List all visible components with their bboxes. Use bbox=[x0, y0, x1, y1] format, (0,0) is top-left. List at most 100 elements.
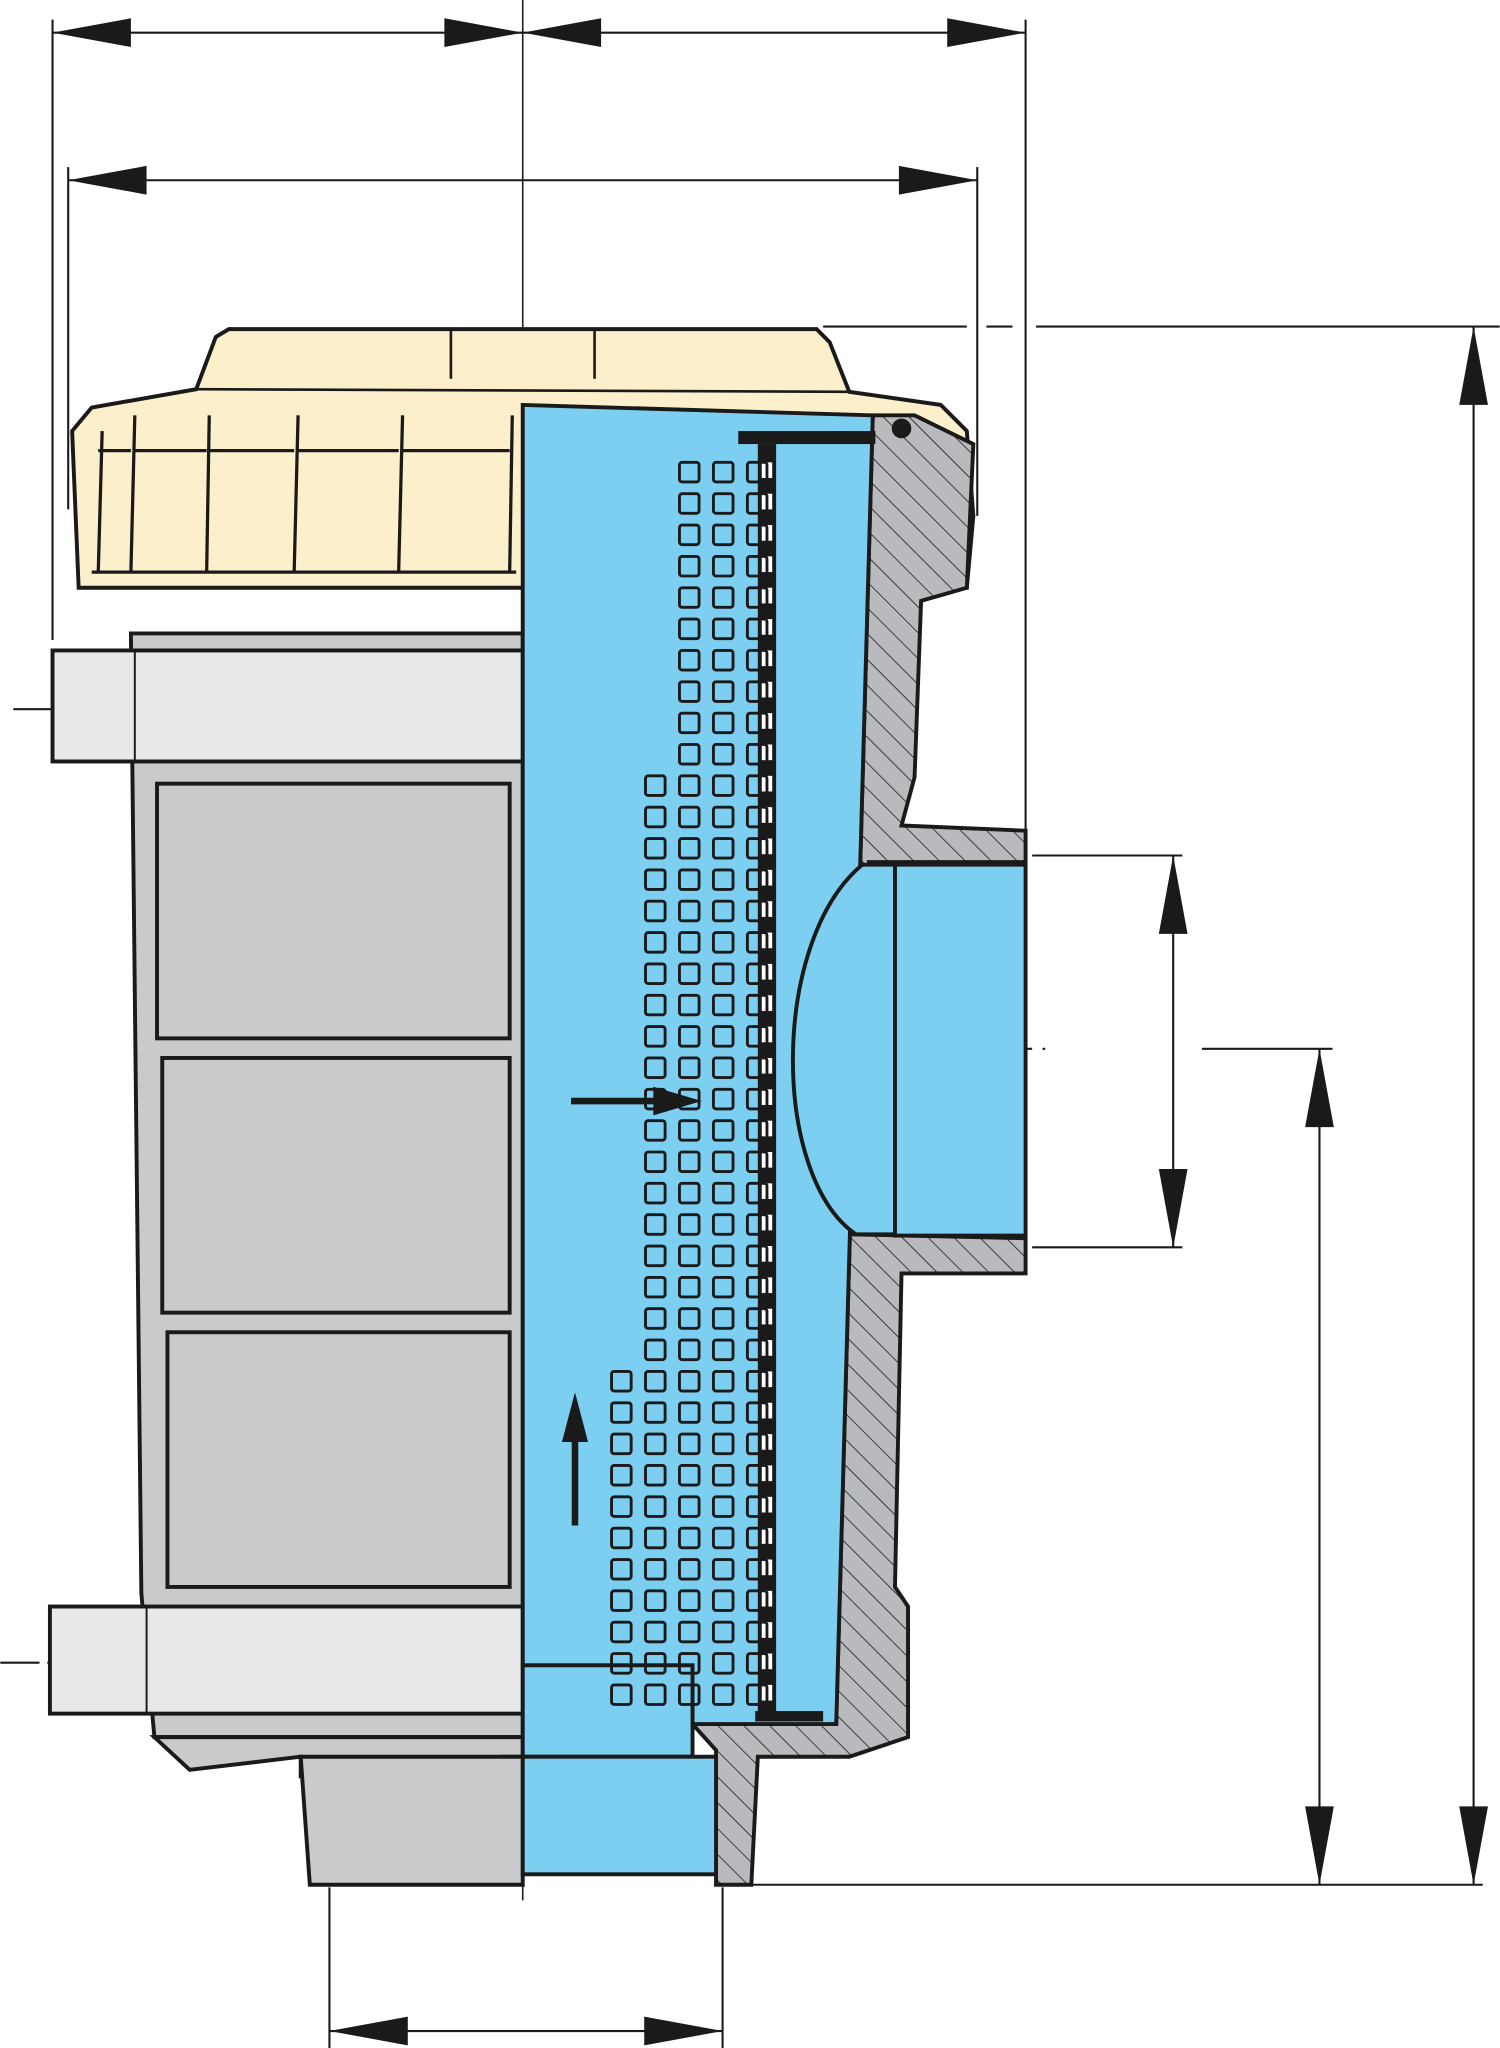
arrowhead bbox=[1158, 1168, 1188, 1248]
mesh-hole bbox=[678, 1464, 701, 1487]
mesh-hole bbox=[711, 1275, 735, 1299]
mesh-hole bbox=[711, 617, 735, 641]
mesh-hole bbox=[678, 1307, 701, 1330]
mesh-hole bbox=[610, 1369, 633, 1393]
mesh-hole bbox=[678, 711, 701, 735]
mesh-hole bbox=[711, 711, 735, 735]
screen-top-plate bbox=[738, 431, 876, 445]
mesh-hole bbox=[711, 523, 735, 547]
mesh-hole bbox=[610, 1558, 633, 1581]
mesh-hole bbox=[678, 1683, 701, 1706]
mesh-hole bbox=[745, 1150, 769, 1174]
mesh-hole bbox=[678, 492, 701, 515]
mesh-hole bbox=[644, 805, 667, 829]
mesh-hole bbox=[711, 1025, 735, 1048]
mesh-hole bbox=[678, 962, 701, 985]
mesh-hole bbox=[678, 1056, 701, 1079]
mesh-hole bbox=[711, 1369, 735, 1393]
mesh-hole bbox=[678, 1275, 701, 1299]
mesh-hole bbox=[745, 1119, 769, 1142]
mesh-hole bbox=[610, 1652, 633, 1675]
mesh-hole bbox=[678, 1369, 701, 1393]
screen-frame bbox=[757, 444, 777, 1718]
mesh-hole bbox=[711, 460, 735, 484]
mesh-hole bbox=[644, 962, 667, 985]
mesh-hole bbox=[711, 931, 735, 954]
mesh-hole bbox=[745, 1025, 769, 1048]
mesh-hole bbox=[745, 931, 769, 954]
mesh-hole bbox=[711, 1620, 735, 1644]
mesh-hole bbox=[678, 1338, 701, 1362]
mesh-hole bbox=[711, 554, 735, 578]
mesh-hole bbox=[610, 1432, 633, 1456]
mesh-hole bbox=[610, 1464, 633, 1487]
upper-flange bbox=[50, 648, 525, 764]
mesh-hole bbox=[745, 1464, 769, 1487]
mesh-hole bbox=[745, 1213, 769, 1236]
mesh-hole bbox=[678, 554, 701, 578]
mesh-hole bbox=[745, 523, 769, 547]
mesh-hole bbox=[644, 1464, 667, 1487]
arrowhead bbox=[1305, 1048, 1334, 1128]
flow-arrow-up-icon bbox=[561, 1392, 589, 1526]
mesh-hole bbox=[644, 1526, 667, 1550]
mesh-hole bbox=[644, 1338, 667, 1362]
housing-exterior bbox=[47, 631, 525, 1887]
mesh-hole bbox=[678, 1526, 701, 1550]
mesh-hole bbox=[644, 1558, 667, 1581]
mesh-hole bbox=[610, 1683, 633, 1706]
arrowhead bbox=[329, 2016, 408, 2046]
mesh-hole bbox=[711, 1589, 735, 1612]
arrowhead bbox=[68, 165, 147, 195]
mesh-hole bbox=[644, 1401, 667, 1424]
mesh-hole bbox=[711, 962, 735, 985]
arrowhead bbox=[898, 165, 978, 195]
mesh-hole bbox=[745, 1307, 769, 1330]
flow-arrow-right-icon bbox=[571, 1086, 702, 1116]
mesh-hole bbox=[678, 899, 701, 923]
mesh-hole bbox=[610, 1401, 633, 1424]
mesh-hole bbox=[610, 1589, 633, 1612]
mesh-hole bbox=[678, 649, 701, 672]
mesh-hole bbox=[711, 1244, 735, 1268]
mesh-hole bbox=[678, 1213, 701, 1236]
mesh-hole bbox=[745, 774, 769, 797]
mesh-hole bbox=[745, 1056, 769, 1079]
mesh-hole bbox=[745, 1432, 769, 1456]
mesh-hole bbox=[644, 1213, 667, 1236]
mesh-hole bbox=[678, 1652, 701, 1675]
mesh-hole bbox=[644, 868, 667, 891]
mesh-hole bbox=[644, 931, 667, 954]
mesh-hole bbox=[644, 774, 667, 797]
mesh-hole bbox=[745, 1244, 769, 1268]
mesh-hole bbox=[678, 1119, 701, 1142]
mesh-hole bbox=[711, 1150, 735, 1174]
mesh-hole bbox=[678, 523, 701, 547]
mesh-hole bbox=[745, 460, 769, 484]
mesh-hole bbox=[644, 993, 667, 1017]
mesh-hole bbox=[711, 1464, 735, 1487]
outlet-bore bbox=[893, 862, 1028, 1238]
mesh-hole bbox=[678, 1558, 701, 1581]
filter-screen bbox=[610, 444, 777, 1718]
mesh-hole bbox=[678, 1181, 701, 1205]
mesh-hole bbox=[644, 1589, 667, 1612]
mesh-hole bbox=[745, 711, 769, 735]
mesh-hole bbox=[711, 1213, 735, 1236]
mesh-hole bbox=[644, 1307, 667, 1330]
mesh-hole bbox=[644, 1620, 667, 1644]
mesh-hole bbox=[745, 649, 769, 672]
housing-section bbox=[520, 402, 1028, 1887]
mesh-hole bbox=[610, 1620, 633, 1644]
mesh-hole bbox=[678, 1589, 701, 1612]
arrowhead bbox=[1158, 855, 1188, 934]
mesh-hole bbox=[745, 993, 769, 1017]
arrowhead bbox=[52, 18, 131, 48]
mesh-hole bbox=[644, 1056, 667, 1079]
mesh-hole bbox=[711, 868, 735, 891]
mesh-hole bbox=[711, 1401, 735, 1424]
mesh-hole bbox=[745, 617, 769, 641]
mesh-hole bbox=[711, 899, 735, 923]
mesh-hole bbox=[711, 837, 735, 860]
